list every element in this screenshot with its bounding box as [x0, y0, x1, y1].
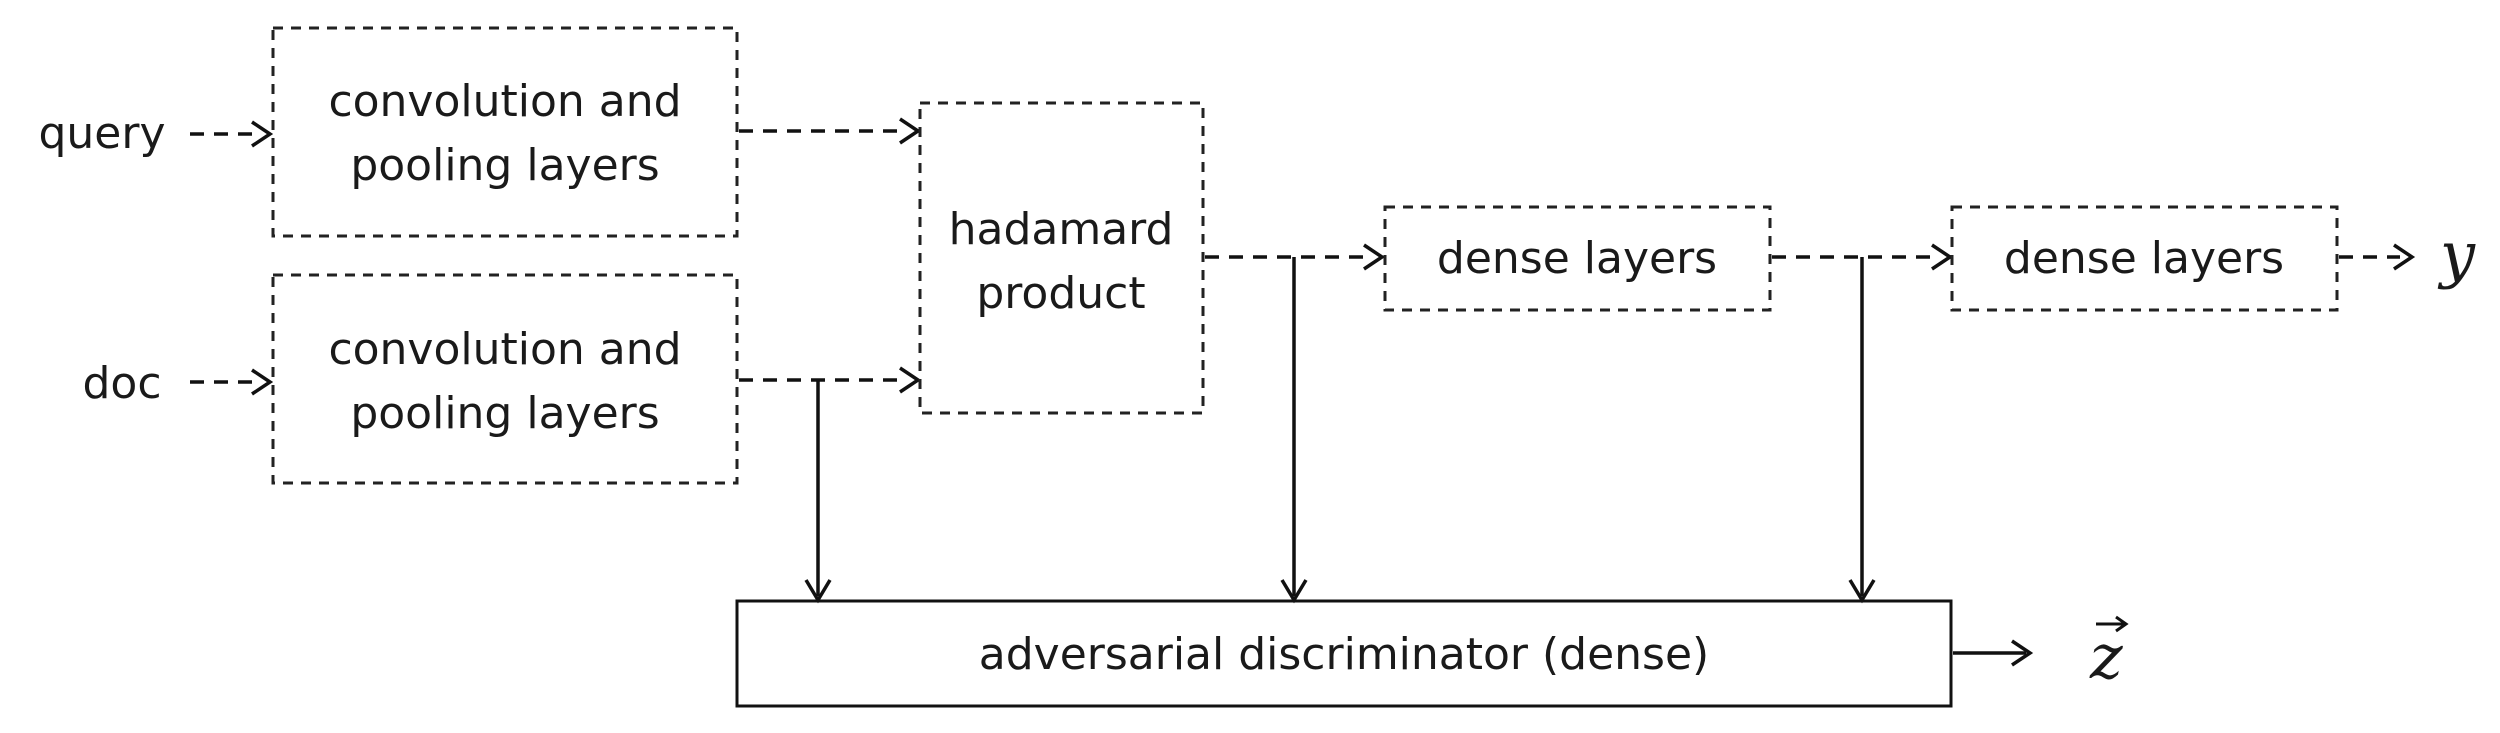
conv-query-line2: pooling layers: [350, 140, 659, 191]
conv-pool-block-doc: convolution and pooling layers: [271, 273, 739, 485]
dense-layers-block-2: dense layers: [1950, 205, 2339, 312]
adversarial-discriminator-block: adversarial discriminator (dense): [735, 599, 1953, 708]
dense-to-discriminator-arrow: [1848, 257, 1876, 604]
conv-pool-block-query: convolution and pooling layers: [271, 26, 739, 238]
hadamard-line2: product: [976, 268, 1145, 319]
vector-arrow-icon: [2096, 615, 2129, 633]
z-vector-output: z: [2089, 615, 2129, 693]
hadamard-to-dense-arrow: [1205, 243, 1386, 271]
conv-query-line1: convolution and: [328, 76, 681, 127]
conv-doc-line2: pooling layers: [350, 388, 659, 439]
doc-features-to-discriminator-arrow: [804, 380, 832, 604]
doc-input-arrow: [190, 368, 274, 396]
dense-to-dense-arrow: [1772, 243, 1954, 271]
query-input-label: query: [38, 108, 165, 159]
doc-to-hadamard-arrow: [739, 366, 922, 394]
y-output-label: y: [2437, 218, 2476, 291]
z-output-arrow: [1953, 639, 2034, 667]
dense-layers-block-1: dense layers: [1383, 205, 1772, 312]
hadamard-line1: hadamard: [949, 204, 1174, 255]
dense-1-label: dense layers: [1437, 233, 1717, 284]
y-output-arrow: [2339, 243, 2416, 271]
z-output-label: z: [2089, 620, 2123, 693]
query-input-arrow: [190, 120, 274, 148]
conv-doc-line1: convolution and: [328, 324, 681, 375]
hadamard-product-block: hadamard product: [918, 101, 1205, 415]
hadamard-to-discriminator-arrow: [1280, 257, 1308, 604]
query-to-hadamard-arrow: [739, 117, 922, 145]
dense-2-label: dense layers: [2004, 233, 2284, 284]
discriminator-label: adversarial discriminator (dense): [979, 629, 1709, 680]
doc-input-label: doc: [82, 358, 161, 409]
